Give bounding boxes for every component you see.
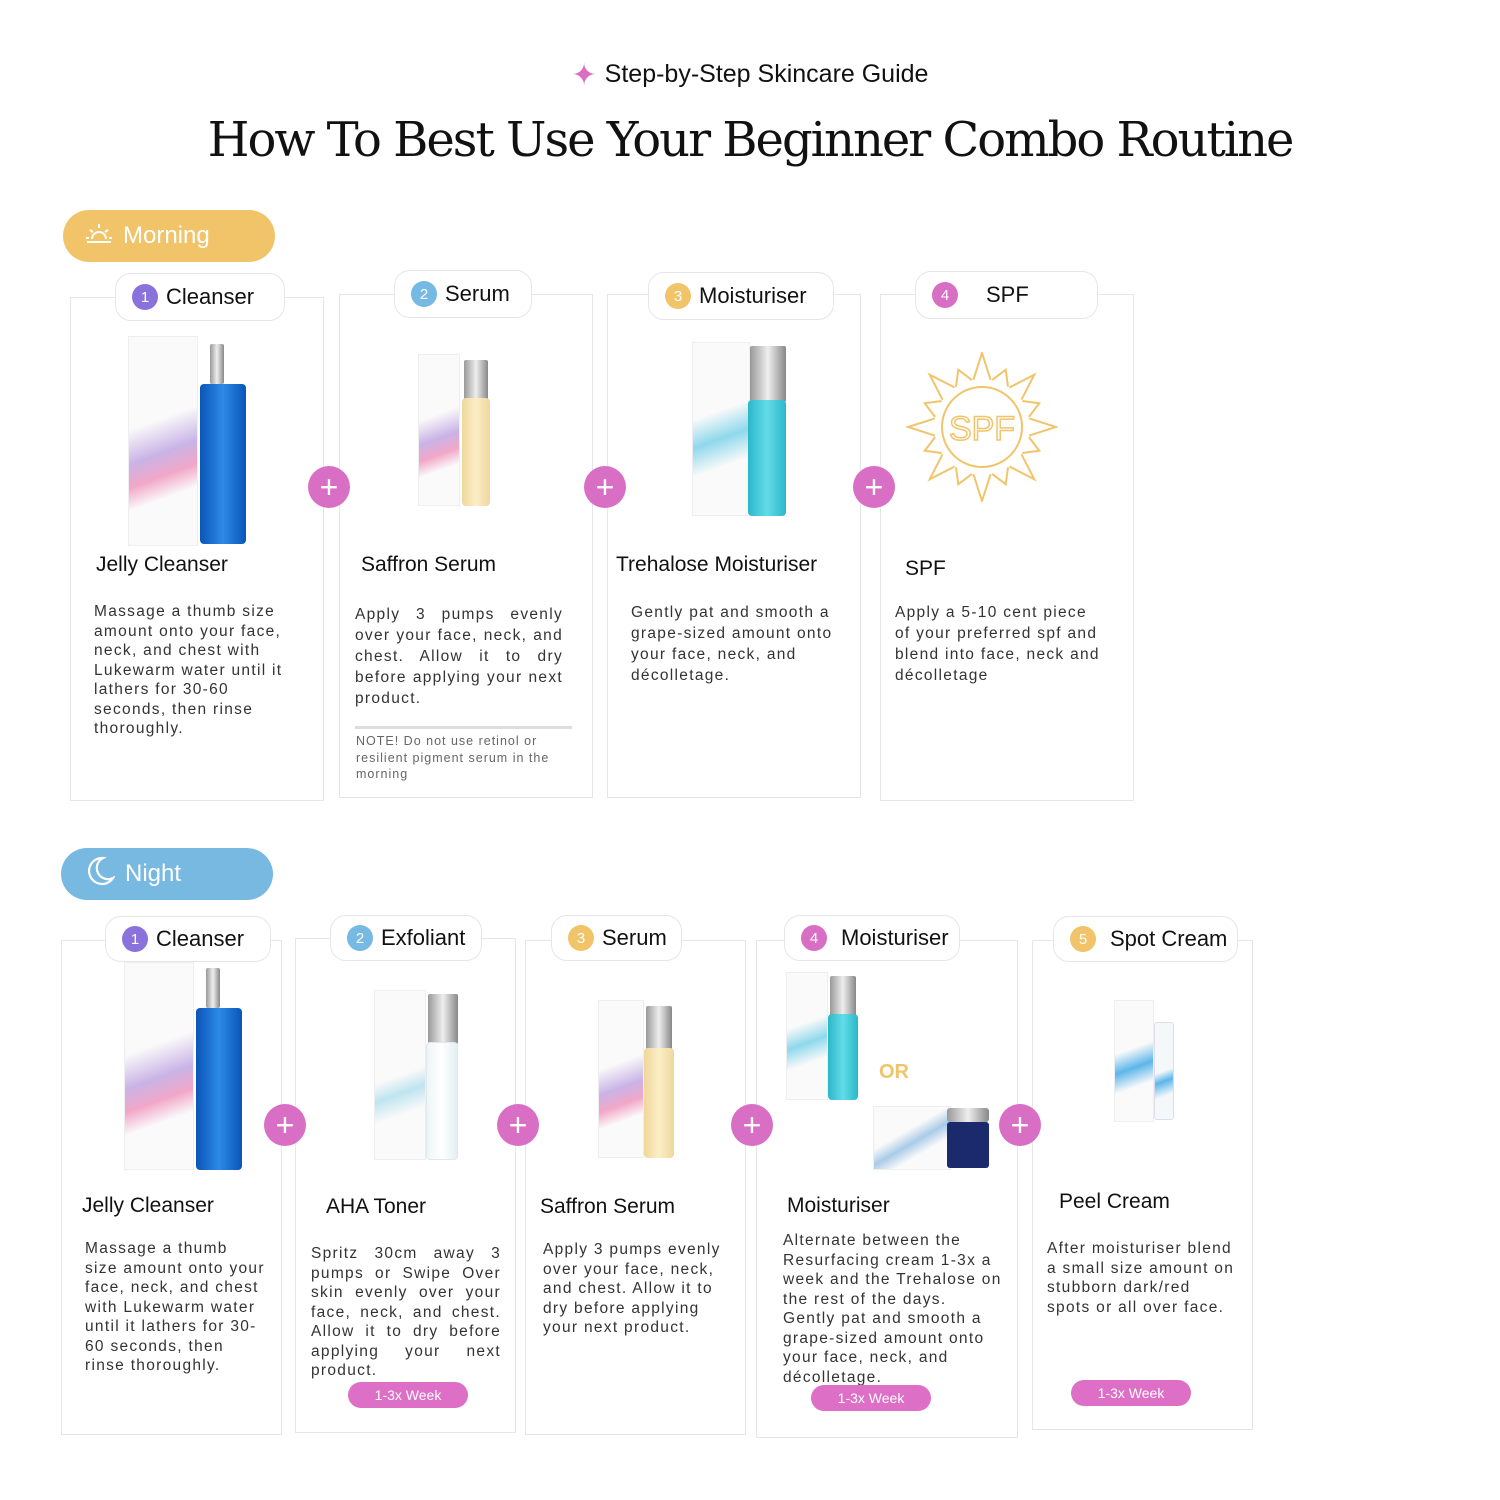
product-instructions: Apply 3 pumps evenly over your face, nec…: [543, 1241, 721, 1336]
sun-ray: [954, 367, 973, 387]
product-instructions: Massage a thumb size amount onto your fa…: [94, 603, 283, 737]
product-name: Peel Cream: [1059, 1190, 1170, 1213]
sun-ray: [991, 367, 1010, 387]
divider: [355, 726, 572, 729]
jelly-cleanser-image: [128, 336, 248, 546]
sun-ray: [1008, 453, 1037, 482]
sun-ray: [972, 473, 992, 505]
resurfacing-cream-image: [873, 1106, 991, 1172]
guide-subtitle: ✦Step-by-Step Skincare Guide: [571, 59, 929, 92]
sun-ray: [972, 349, 992, 381]
saffron-serum-image: [598, 1000, 674, 1160]
frequency-badge: 1-3x Week: [811, 1385, 931, 1411]
serum-note: NOTE! Do not use retinol or resilient pi…: [356, 734, 550, 781]
product-instructions: Massage a thumb size amount onto your fa…: [85, 1240, 265, 1374]
sun-ray: [922, 399, 942, 418]
trehalose-moisturiser-image: [692, 342, 788, 518]
sun-ray: [1022, 436, 1042, 455]
trehalose-moisturiser-image: [786, 972, 858, 1102]
product-instructions: Gently pat and smooth a grape-sized amou…: [631, 604, 833, 684]
product-name: Saffron Serum: [361, 553, 497, 576]
product-name: Jelly Cleanser: [82, 1194, 214, 1217]
sun-ray: [954, 467, 973, 487]
plus-icon: +: [999, 1104, 1041, 1146]
sunrise-icon: [85, 221, 113, 252]
product-instructions: Alternate between the Resurfacing cream …: [783, 1232, 1002, 1386]
product-name: Jelly Cleanser: [96, 553, 228, 576]
or-label: OR: [879, 1061, 909, 1083]
sun-ray: [1028, 417, 1060, 437]
product-instructions: Apply a 5-10 cent piece of your preferre…: [895, 604, 1100, 684]
plus-icon: +: [731, 1104, 773, 1146]
sun-ray: [904, 417, 936, 437]
product-name: SPF: [905, 557, 946, 580]
product-name: Moisturiser: [787, 1194, 890, 1217]
plus-icon: +: [497, 1104, 539, 1146]
product-instructions: Apply 3 pumps evenly over your face, nec…: [355, 606, 563, 707]
product-instructions: After moisturiser blend a small size amo…: [1047, 1240, 1235, 1316]
svg-text:SPF: SPF: [949, 410, 1015, 448]
frequency-badge: 1-3x Week: [1071, 1380, 1191, 1406]
sun-ray: [991, 467, 1010, 487]
sun-ray: [927, 453, 956, 482]
aha-toner-image: [374, 990, 460, 1162]
product-name: Trehalose Moisturiser: [616, 553, 818, 576]
plus-icon: +: [308, 466, 350, 508]
sparkle-icon: ✦: [571, 59, 597, 92]
spf-sun-icon: SPF: [904, 349, 1060, 505]
product-name: AHA Toner: [326, 1195, 427, 1218]
sun-ray: [1022, 399, 1042, 418]
moon-icon: [83, 855, 117, 894]
page-title: How To Best Use Your Beginner Combo Rout…: [207, 112, 1295, 168]
sun-ray: [922, 436, 942, 455]
sun-ray: [927, 372, 956, 401]
product-instructions: Spritz 30cm away 3 pumps or Swipe Over s…: [311, 1245, 501, 1379]
frequency-badge: 1-3x Week: [348, 1382, 468, 1408]
plus-icon: +: [584, 466, 626, 508]
sun-ray: [1008, 372, 1037, 401]
plus-icon: +: [264, 1104, 306, 1146]
plus-icon: +: [853, 466, 895, 508]
night-label: Night: [61, 848, 273, 900]
morning-label: Morning: [63, 210, 275, 262]
saffron-serum-image: [418, 354, 490, 508]
product-name: Saffron Serum: [540, 1195, 676, 1218]
jelly-cleanser-image: [124, 962, 244, 1172]
peel-cream-image: [1114, 1000, 1176, 1124]
